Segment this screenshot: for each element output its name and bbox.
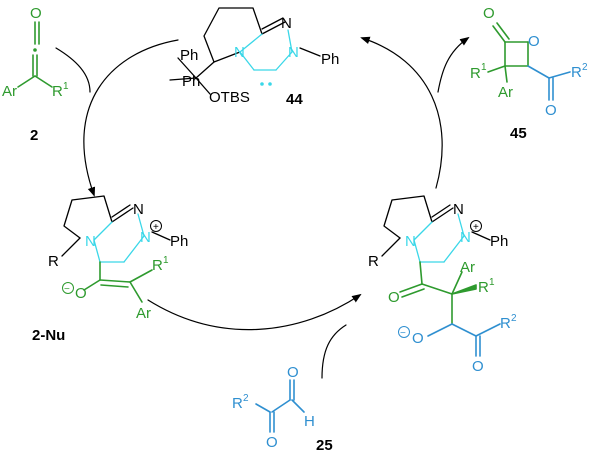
ketene-oxygen-label: O [30,5,42,22]
ketene-r1-superscript: 1 [63,81,69,92]
glyoxal-bottom-oxygen-label: O [266,434,278,451]
adduct-r-label: R [368,253,379,270]
lactone-ar-label: Ar [498,84,513,101]
arrow-aldehyde-25-in [321,324,347,379]
catalyst-ph-a-label: Ph [180,47,198,64]
glyoxal-top-oxygen-label: O [287,364,299,381]
compound-2-number: 2 [30,127,38,144]
adduct-n-plus-label: N [460,229,471,246]
catalyst-n-ring2-label: N [288,44,299,61]
adduct-ph-label: Ph [490,233,508,250]
adduct-n-ring-label: N [405,233,416,250]
compound-25: R 2 O O H 25 [232,364,333,454]
adduct-enone-oxygen-label: O [388,289,400,306]
adduct-alkoxide-oxygen-label: O [412,330,424,347]
ketene-central-carbon-dot [33,48,37,52]
2nu-r-label: R [48,253,59,270]
glyoxal-r2-label: R [232,395,243,412]
2nu-r1-label: R [152,257,163,274]
2nu-n-ring-label: N [85,233,96,250]
compound-adduct: N N N + Ph R O Ar R 1 − O R 2 O [368,195,517,375]
compound-44: N N N Ph Ph Ph OTBS 44 [169,7,339,108]
2nu-negative-charge-circle [62,282,74,294]
compound-2-nu-number: 2-Nu [32,327,65,344]
arrow-product-45-out [437,36,470,93]
compound-44-number: 44 [286,91,303,108]
adduct-ar-label: Ar [460,259,475,276]
lactone-ketone-oxygen-label: O [545,102,557,119]
2nu-negative-charge-sign: − [64,284,70,295]
2nu-ph-label: Ph [170,233,188,250]
compound-2: O Ar R 1 2 [2,5,69,144]
adduct-r1-label: R [478,279,489,296]
ketene-r1-label: R [52,83,63,100]
glyoxal-h-label: H [304,413,315,430]
adduct-r1-superscript: 1 [489,277,495,288]
catalyst-n-top-label: N [281,15,292,32]
carbene-lone-pair-dot [260,82,264,86]
adduct-negative-charge-sign: − [400,328,406,339]
adduct-n-top-label: N [453,201,464,218]
catalyst-n-ring-label: N [234,44,245,61]
2nu-ar-label: Ar [136,305,151,322]
lactone-carbonyl-oxygen-label: O [483,5,495,22]
2nu-positive-charge-sign: + [153,222,159,233]
carbene-lone-pair-dot [268,82,272,86]
2nu-n-plus-label: N [140,229,151,246]
adduct-positive-charge-circle [470,220,482,232]
2nu-r1-superscript: 1 [163,255,169,266]
ketene-ar-label: Ar [2,83,17,100]
glyoxal-r2-superscript: 2 [243,393,249,404]
adduct-negative-charge-circle [398,326,410,338]
cycle-arrows [55,36,470,379]
catalyst-otbs-label: OTBS [209,89,250,106]
adduct-r2-superscript: 2 [511,313,517,324]
catalyst-ph-label: Ph [321,51,339,68]
lactone-ring-oxygen-label: O [528,33,540,50]
compound-2-nu: N N N + Ph R − O R 1 Ar 2-Nu [32,195,188,344]
compound-45-number: 45 [510,125,527,142]
lactone-r1-label: R [470,65,481,82]
lactone-r2-label: R [571,64,582,81]
lactone-r1-superscript: 1 [481,62,487,73]
compound-25-number: 25 [316,437,333,454]
compound-45: O O R 1 Ar O R 2 45 [470,5,588,142]
arrow-adduct-to-catalyst [360,36,443,189]
2nu-positive-charge-circle [150,220,162,232]
arrow-catalyst-to-2Nu [83,39,179,197]
arrow-substrate-2-in [55,47,91,93]
arrow-2Nu-to-adduct [147,293,362,331]
adduct-r2-label: R [500,315,511,332]
lactone-r2-superscript: 2 [582,62,588,73]
adduct-ketone-oxygen-label: O [472,358,484,375]
catalyst-ph-b-label: Ph [182,73,200,90]
2nu-enolate-oxygen-label: O [75,285,87,302]
adduct-positive-charge-sign: + [473,222,479,233]
2nu-n-top-label: N [133,201,144,218]
